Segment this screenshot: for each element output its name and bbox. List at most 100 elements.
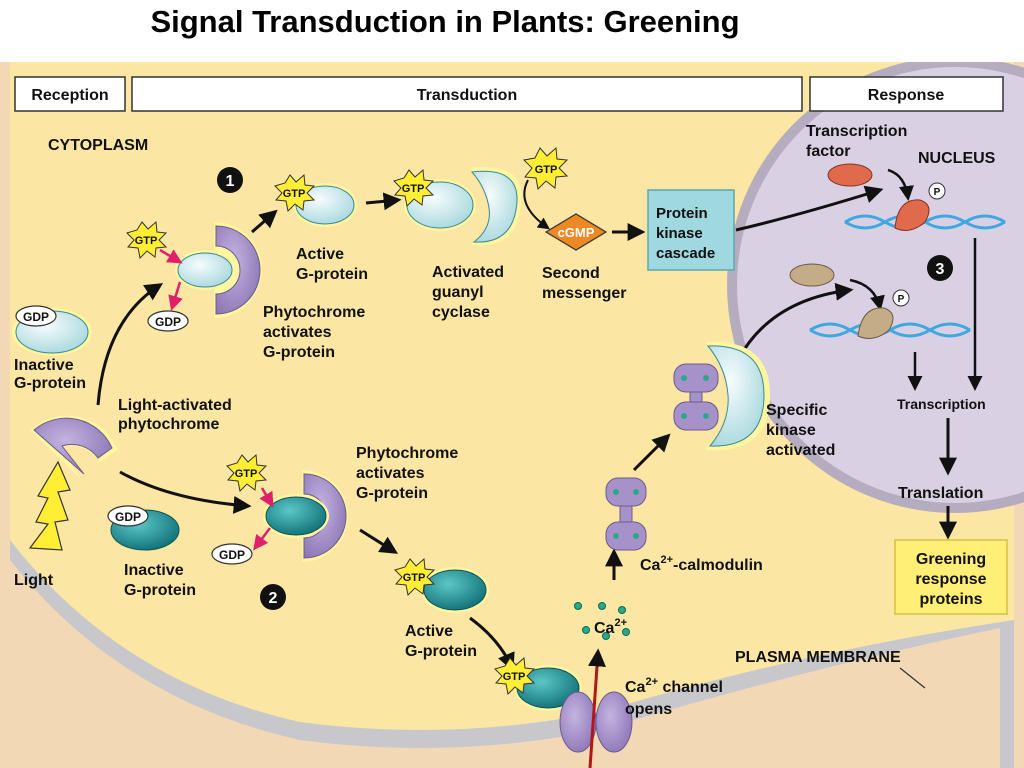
gtp-burst-cyclase: GTP bbox=[393, 168, 435, 208]
phosphate-badge-top: P bbox=[928, 182, 946, 200]
protein-kinase-cascade-box: Protein kinase cascade bbox=[647, 189, 735, 271]
calcium-ions bbox=[574, 602, 630, 640]
specific-kinase bbox=[673, 341, 770, 451]
light-activated-phytochrome bbox=[30, 415, 118, 480]
svg-text:Ca2+: Ca2+ bbox=[594, 617, 627, 637]
gtp-burst-top-incoming: GTP bbox=[126, 220, 168, 260]
active-g-top-label-1: Active bbox=[296, 246, 344, 263]
transduction-header: Transduction bbox=[131, 76, 803, 112]
inactive-g-bottom-label-2: G-protein bbox=[124, 582, 196, 599]
step-1-marker: 1 bbox=[217, 167, 243, 193]
reception-header: Reception bbox=[14, 76, 126, 112]
phyto-act-top-label-3: G-protein bbox=[263, 344, 335, 361]
cgmp-badge: cGMP bbox=[544, 213, 608, 251]
light-bolt-icon bbox=[28, 460, 71, 551]
svg-text:Reception: Reception bbox=[31, 87, 108, 104]
translation-label: Translation bbox=[898, 485, 983, 502]
channel-opens-label: Ca2+ channel opens bbox=[625, 676, 723, 718]
svg-text:3: 3 bbox=[936, 261, 945, 278]
gdp-badge-inactive: GDP bbox=[15, 305, 57, 327]
active-g-protein-bottom bbox=[421, 567, 489, 613]
ca-calmodulin bbox=[605, 477, 647, 551]
guanyl-label-1: Activated bbox=[432, 264, 504, 281]
phyto-act-top-label-1: Phytochrome bbox=[263, 304, 365, 321]
svg-text:GTP: GTP bbox=[283, 188, 306, 200]
svg-text:Response: Response bbox=[868, 87, 945, 104]
gtp-burst-channel: GTP bbox=[494, 656, 536, 696]
page-title: Signal Transduction in Plants: Greening bbox=[150, 4, 740, 39]
second-messenger-label-1: Second bbox=[542, 265, 600, 282]
dna-strand-bottom bbox=[809, 322, 971, 338]
g-protein-bottom-bound bbox=[263, 494, 329, 538]
nucleus-label: NUCLEUS bbox=[918, 150, 996, 167]
transcription-factor-label-1: Transcription bbox=[806, 123, 907, 140]
greening-response-proteins-box: Greening response proteins bbox=[894, 539, 1008, 615]
gtp-burst-substrate: GTP bbox=[522, 146, 569, 191]
active-g-protein-top bbox=[293, 183, 357, 227]
svg-text:response: response bbox=[915, 571, 986, 588]
second-messenger-label-2: messenger bbox=[542, 285, 627, 302]
phyto-act-top-label-2: activates bbox=[263, 324, 332, 341]
svg-text:kinase: kinase bbox=[656, 225, 703, 242]
ca-calmodulin-label: Ca2+-calmodulin bbox=[640, 554, 763, 574]
phyto-act-bottom-label-2: activates bbox=[356, 465, 425, 482]
transcription-factor-label-2: factor bbox=[806, 143, 850, 160]
cytoplasm-label: CYTOPLASM bbox=[48, 137, 148, 154]
g-protein-top-bound bbox=[175, 250, 235, 290]
svg-text:GDP: GDP bbox=[23, 310, 49, 324]
svg-text:Ca2+ channel: Ca2+ channel bbox=[625, 676, 723, 696]
gdp-badge-inactive-bottom: GDP bbox=[107, 505, 149, 527]
calcium-influx-arrow bbox=[588, 648, 606, 768]
svg-text:GTP: GTP bbox=[402, 183, 425, 195]
active-g-top-label-2: G-protein bbox=[296, 266, 368, 283]
guanyl-label-2: guanyl bbox=[432, 284, 484, 301]
calcium-channel bbox=[559, 691, 633, 753]
step-2-marker: 2 bbox=[260, 584, 286, 610]
specific-kinase-label-1: Specific bbox=[766, 402, 827, 419]
inactive-g-bottom-label-1: Inactive bbox=[124, 562, 184, 579]
gdp-badge-bottom-released: GDP bbox=[211, 543, 253, 565]
gtp-burst-active-top: GTP bbox=[274, 173, 316, 213]
bound-transcription-factor-tan bbox=[857, 307, 894, 339]
inactive-g-protein-label-1: Inactive bbox=[14, 357, 74, 374]
active-g-bottom-label-2: G-protein bbox=[405, 643, 477, 660]
svg-text:Transduction: Transduction bbox=[417, 87, 517, 104]
response-header: Response bbox=[809, 76, 1004, 112]
gtp-burst-active-bottom: GTP bbox=[394, 557, 436, 597]
specific-kinase-label-2: kinase bbox=[766, 422, 816, 439]
svg-text:Ca2+-calmodulin: Ca2+-calmodulin bbox=[640, 554, 763, 574]
plasma-membrane-label: PLASMA MEMBRANE bbox=[735, 649, 901, 666]
svg-text:GTP: GTP bbox=[235, 468, 258, 480]
phosphate-badge-bottom: P bbox=[892, 289, 910, 307]
transcription-label: Transcription bbox=[897, 396, 986, 412]
svg-text:opens: opens bbox=[625, 701, 672, 718]
svg-text:GTP: GTP bbox=[403, 572, 426, 584]
svg-text:1: 1 bbox=[226, 173, 235, 190]
nucleus-region bbox=[737, 67, 1024, 503]
svg-text:proteins: proteins bbox=[919, 591, 982, 608]
inactive-g-protein-label-2: G-protein bbox=[14, 375, 86, 392]
gdp-badge-top-released: GDP bbox=[147, 310, 189, 332]
transcription-factor-tan bbox=[789, 263, 835, 287]
light-phyto-label-1: Light-activated bbox=[118, 397, 232, 414]
g-protein-at-channel bbox=[514, 665, 582, 711]
light-phyto-label-2: phytochrome bbox=[118, 416, 219, 433]
svg-text:cGMP: cGMP bbox=[558, 225, 595, 240]
svg-text:P: P bbox=[934, 187, 941, 198]
bound-transcription-factor-red bbox=[894, 199, 930, 231]
svg-text:cascade: cascade bbox=[656, 245, 715, 262]
transcription-factor-red bbox=[827, 163, 873, 187]
svg-text:GTP: GTP bbox=[503, 671, 526, 683]
svg-text:GDP: GDP bbox=[155, 315, 181, 329]
phyto-act-bottom-label-1: Phytochrome bbox=[356, 445, 458, 462]
light-label: Light bbox=[14, 572, 54, 589]
specific-kinase-label-3: activated bbox=[766, 442, 835, 459]
calcium-ion-label: Ca2+ bbox=[594, 617, 627, 637]
step-3-marker: 3 bbox=[927, 255, 953, 281]
svg-text:GDP: GDP bbox=[115, 510, 141, 524]
phytochrome-top bbox=[214, 222, 262, 318]
svg-text:2: 2 bbox=[269, 590, 278, 607]
phyto-act-bottom-label-3: G-protein bbox=[356, 485, 428, 502]
svg-text:GTP: GTP bbox=[135, 235, 158, 247]
svg-text:P: P bbox=[898, 294, 905, 305]
